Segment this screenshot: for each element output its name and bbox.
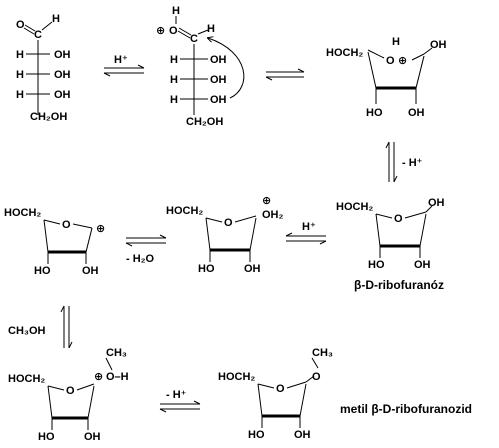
atom-ho: HO (366, 107, 383, 119)
atom-oh: OH (54, 89, 71, 101)
atom-o: O (169, 25, 178, 37)
atom-ho: HO (38, 431, 55, 443)
positive-charge: ⊕ (262, 195, 271, 207)
row-c2: H OH (16, 49, 71, 61)
atom-oh: OH (210, 54, 227, 66)
atom-h: H (16, 89, 24, 101)
atom-h: H (16, 69, 24, 81)
atom-oh: OH (210, 94, 227, 106)
equilibrium-arrow-1: H⁺ (103, 54, 145, 77)
curved-arrow-attack (208, 38, 245, 99)
ring-oxygen: O (276, 383, 285, 395)
atom-h: H (392, 36, 400, 48)
row-c2: H OH (170, 54, 227, 66)
atom-c1: C (190, 33, 198, 45)
atom-o: O (312, 371, 321, 383)
row-c4: H OH (170, 94, 227, 106)
atom-oh: OH (414, 259, 431, 271)
protonated-furanose: HOCH₂ O H ⊕ OH HO OH (326, 36, 447, 119)
atom-o-h: O–H (106, 371, 129, 383)
atom-ch2oh: CH₂OH (30, 111, 67, 123)
ribose-open-chain: O C H H OH H OH H OH CH₂OH (16, 13, 71, 123)
row-c3: H OH (170, 74, 227, 86)
atom-h: H (16, 49, 24, 61)
atom-ho: HO (198, 263, 215, 275)
protonated-methyl-glycoside: HOCH₂ O ⊕ O–H CH₃ HO OH (8, 347, 129, 443)
atom-ch2oh: CH₂OH (186, 116, 223, 128)
ring-oxygen: O (386, 55, 395, 67)
equilibrium-arrow-4: H⁺ (285, 221, 327, 245)
atom-h-aldehyde: H (52, 13, 60, 25)
row-c3: H OH (16, 69, 71, 81)
row-c4: H OH (16, 89, 71, 101)
atom-ho: HO (34, 265, 51, 277)
atom-ch3: CH₃ (312, 347, 333, 359)
atom-h-top: H (172, 5, 180, 17)
reagent-h-plus: H⁺ (114, 54, 128, 66)
atom-oh: OH (430, 39, 447, 51)
reagent-minus-h-plus: - H⁺ (402, 157, 423, 169)
atom-hoch2: HOCH₂ (4, 207, 41, 219)
ring-oxygen: O (224, 217, 233, 229)
label-beta-ribofuranose: β-D-ribofuranóz (354, 278, 444, 292)
atom-hoch2: HOCH₂ (8, 373, 45, 385)
protonated-open-chain: H ⊕ O C H H OH H OH H OH CH₂OH (156, 5, 245, 128)
reagent-h-plus: H⁺ (302, 221, 316, 233)
oxocarbenium-cation: HOCH₂ O ⊕ HO OH (4, 207, 105, 277)
equilibrium-arrow-3: - H⁺ (385, 141, 423, 183)
atom-o: O (16, 19, 25, 31)
label-methyl-ribofuranoside: metil β-D-ribofuranozid (340, 402, 472, 416)
ring-oxygen: O (394, 213, 403, 225)
atom-hoch2: HOCH₂ (218, 371, 255, 383)
equilibrium-arrow-5: - H₂O (125, 234, 167, 265)
methyl-ribofuranoside: HOCH₂ O O CH₃ HO OH (218, 347, 333, 441)
atom-hoch2: HOCH₂ (336, 201, 373, 213)
atom-oh: OH (82, 265, 99, 277)
positive-charge: ⊕ (398, 55, 407, 67)
equilibrium-arrow-7: - H⁺ (159, 389, 201, 413)
atom-oh: OH (294, 429, 311, 441)
positive-charge: ⊕ (96, 223, 105, 235)
atom-ch3: CH₃ (106, 347, 127, 359)
atom-h: H (170, 54, 178, 66)
atom-oh: OH (428, 197, 445, 209)
ring-oxygen: O (62, 219, 71, 231)
beta-ribofuranose: HOCH₂ O OH HO OH (336, 197, 445, 271)
atom-oh2: OH₂ (262, 209, 284, 221)
atom-oh: OH (408, 107, 425, 119)
atom-h: H (170, 74, 178, 86)
positive-charge: ⊕ (94, 371, 103, 383)
atom-h: H (207, 23, 215, 35)
atom-h: H (170, 94, 178, 106)
atom-oh: OH (84, 431, 101, 443)
atom-ho: HO (248, 429, 265, 441)
atom-oh: OH (54, 69, 71, 81)
ring-oxygen: O (66, 385, 75, 397)
atom-hoch2: HOCH₂ (166, 205, 203, 217)
atom-oh: OH (54, 49, 71, 61)
reagent-minus-h2o: - H₂O (126, 253, 155, 265)
atom-hoch2: HOCH₂ (326, 47, 363, 59)
equilibrium-arrow-6: CH₃OH (8, 305, 73, 349)
protonated-anomeric-oh: HOCH₂ O ⊕ OH₂ HO OH (166, 195, 284, 275)
atom-oh: OH (244, 263, 261, 275)
equilibrium-arrow-2 (265, 68, 305, 81)
reagent-methanol: CH₃OH (8, 325, 46, 337)
positive-charge: ⊕ (156, 25, 165, 37)
atom-c1: C (34, 29, 42, 41)
atom-ho: HO (368, 259, 385, 271)
atom-oh: OH (210, 74, 227, 86)
reagent-minus-h-plus: - H⁺ (166, 389, 187, 401)
